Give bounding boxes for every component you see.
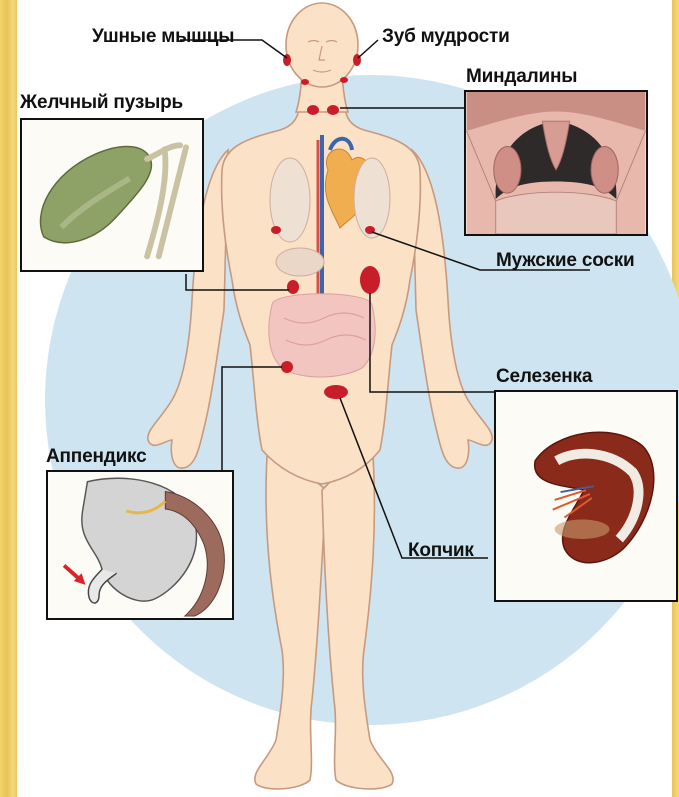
label-gallbladder: Желчный пузырь <box>20 92 183 114</box>
label-tonsils: Миндалины <box>466 66 577 88</box>
label-wisdom-tooth: Зуб мудрости <box>382 26 510 48</box>
nipple-marker-left <box>271 226 281 234</box>
spleen-marker <box>360 266 380 294</box>
coccyx-marker <box>324 385 348 399</box>
appendix-inset <box>46 470 234 620</box>
label-ear-muscles: Ушные мышцы <box>92 26 234 48</box>
wisdom-tooth-marker-right <box>340 77 348 83</box>
spleen-inset <box>494 390 678 602</box>
tonsils-illustration <box>466 92 646 234</box>
tonsils-inset <box>464 90 648 236</box>
spleen-illustration <box>496 392 676 600</box>
label-coccyx: Копчик <box>408 540 474 562</box>
tonsil-marker-right <box>327 105 339 115</box>
label-appendix: Аппендикс <box>46 446 146 468</box>
gallbladder-marker <box>287 280 299 294</box>
gallbladder-inset <box>20 118 204 272</box>
tonsil-marker-left <box>307 105 319 115</box>
liver-icon <box>276 248 324 276</box>
gallbladder-illustration <box>22 120 202 270</box>
label-spleen: Селезенка <box>496 366 592 388</box>
lung-right-icon <box>354 158 390 238</box>
appendix-illustration <box>48 472 232 618</box>
label-male-nipples: Мужские соски <box>496 250 635 272</box>
appendix-marker <box>281 361 293 373</box>
wisdom-tooth-marker-left <box>301 79 309 85</box>
